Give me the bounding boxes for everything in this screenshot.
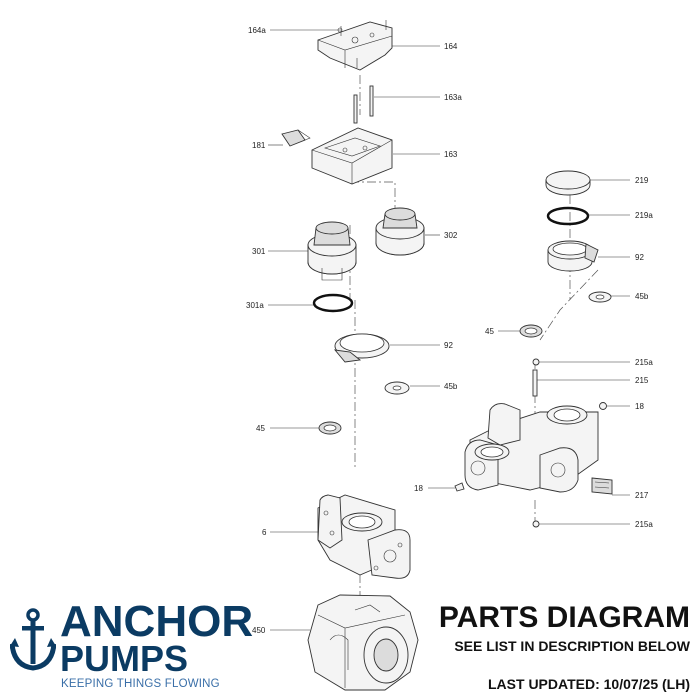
company-tagline: KEEPING THINGS FLOWING [61,678,220,690]
page-subtitle: SEE LIST IN DESCRIPTION BELOW [454,638,690,654]
part-217-nameplate [591,477,613,495]
part-164-cover [317,21,393,71]
callout-18-left: 18 [414,484,423,493]
part-215a-screw-top [532,358,540,366]
part-45-seal-left [318,421,342,435]
callout-45-left: 45 [256,424,265,433]
callout-217: 217 [635,491,649,500]
callout-45-right: 45 [485,327,494,336]
part-301-motor [307,221,357,281]
callout-92-left: 92 [444,341,453,350]
part-215a-screw-bottom [532,520,540,528]
callout-45b-left: 45b [444,382,458,391]
callout-301: 301 [252,247,266,256]
part-301a-oring [312,293,354,313]
callout-6: 6 [262,528,267,537]
callout-164a: 164a [248,26,266,35]
callout-45b-right: 45b [635,292,649,301]
callout-92-right: 92 [635,253,644,262]
part-18-plug-left [454,482,465,492]
part-6-pump-body [317,494,411,579]
part-45b-washer-right [588,291,612,303]
callout-219: 219 [635,176,649,185]
part-45b-washer-left [384,381,410,395]
part-219-cap [545,170,591,196]
callout-215a-top: 215a [635,358,653,367]
callout-18-right: 18 [635,402,644,411]
leader-lines [268,29,630,631]
callout-164: 164 [444,42,458,51]
company-name-line2: PUMPS [60,638,189,679]
part-163-housing [311,127,393,185]
callout-219a: 219a [635,211,653,220]
part-450-pump-housing [307,594,419,691]
callout-450: 450 [252,626,266,635]
callout-215: 215 [635,376,649,385]
company-name-line1: ANCHOR [60,597,254,646]
anchor-icon [10,608,56,671]
last-updated: LAST UPDATED: 10/07/25 (LH) [488,676,690,692]
part-163a-screws [353,85,374,124]
callout-181: 181 [252,141,266,150]
page-title: PARTS DIAGRAM [438,601,690,634]
part-302-motor [375,207,425,256]
callout-163a: 163a [444,93,462,102]
part-215-pin [532,369,538,397]
callout-163: 163 [444,150,458,159]
callout-215a-bottom: 215a [635,520,653,529]
part-181-connector [281,129,311,147]
part-92-clamp-left [333,333,390,363]
part-92-clamp-right [547,240,599,272]
part-twin-pump-body [464,403,599,493]
callout-301a: 301a [246,301,264,310]
callout-302: 302 [444,231,458,240]
part-18-plug-right [599,402,607,410]
part-45-seal-right [519,324,543,338]
part-164a-screws [340,20,387,68]
part-219a-oring [546,206,590,226]
